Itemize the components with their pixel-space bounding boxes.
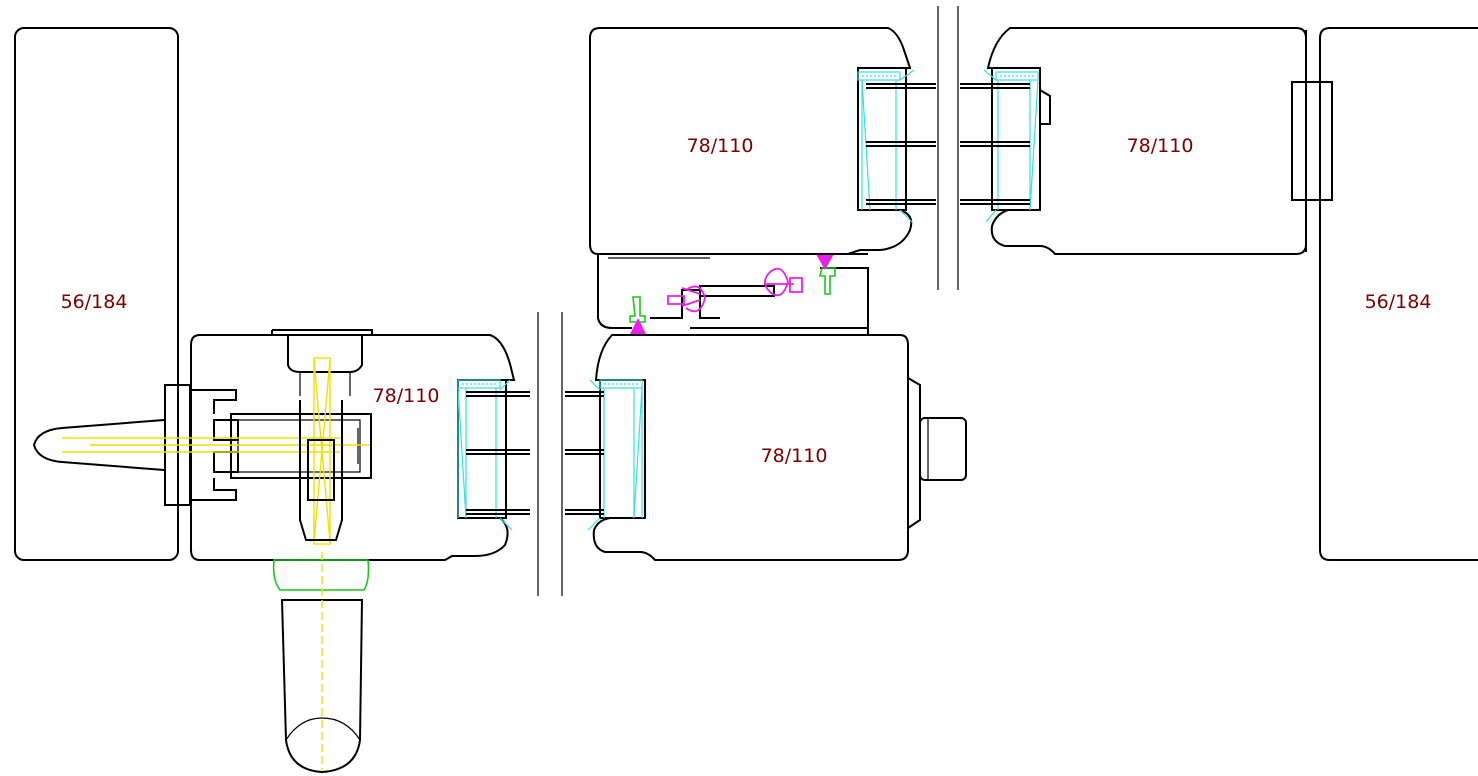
upper-right-glazing (960, 69, 1039, 223)
label-sash-upper-right: 78/110 (1127, 135, 1194, 157)
label-left-wall: 56/184 (61, 291, 128, 313)
hardware-right (764, 254, 834, 297)
handle-lever-icon (280, 552, 364, 774)
right-wall-profile (1319, 27, 1478, 561)
upper-left-glazing (857, 69, 936, 223)
handle-rose (272, 559, 370, 591)
gasket-lower (629, 296, 646, 323)
hinge-icon (1291, 30, 1333, 252)
hardware-left (630, 285, 706, 334)
handle-neck (299, 400, 343, 541)
label-right-wall: 56/184 (1365, 291, 1432, 313)
upper-right-sash (986, 27, 1307, 255)
break-lines-lower (537, 312, 563, 596)
handle-spindle (313, 357, 331, 545)
upper-left-sash (589, 27, 913, 255)
label-frame-left-lower: 78/110 (373, 385, 440, 407)
lock-cylinder-icon (32, 384, 370, 506)
left-wall-profile (14, 27, 179, 561)
lower-sash-glazing (565, 379, 643, 531)
lower-left-glazing (457, 379, 530, 531)
label-sash-lower: 78/110 (761, 445, 828, 467)
gasket-upper (818, 267, 836, 295)
label-sash-upper-left: 78/110 (687, 135, 754, 157)
break-lines-upper (937, 6, 959, 290)
